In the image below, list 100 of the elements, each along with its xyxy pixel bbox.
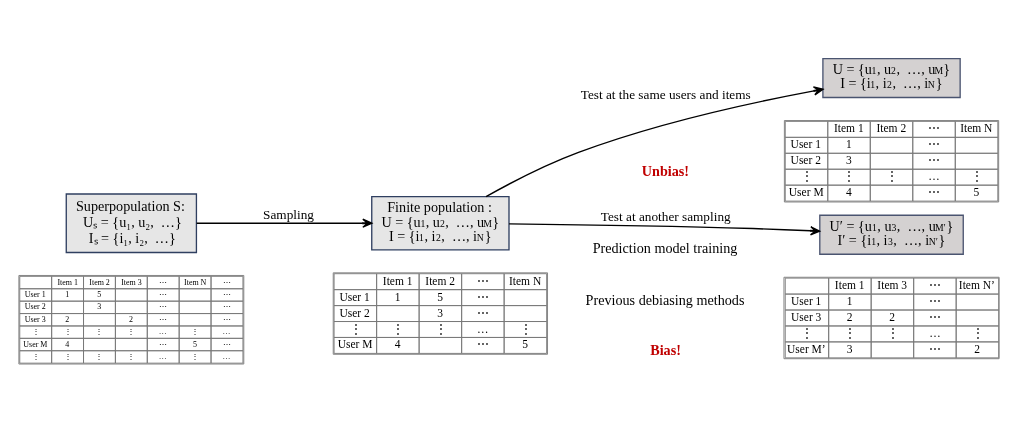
label: ⋮ (434, 322, 447, 335)
edge-label: Sampling (263, 206, 314, 222)
label: 5 (97, 289, 102, 299)
label: User 2 (790, 154, 821, 167)
label: ⋮ (349, 322, 362, 335)
label: 4 (65, 339, 70, 349)
label: ⋯ (477, 338, 490, 351)
label: ⋮ (95, 327, 104, 337)
label: Bias! (650, 342, 681, 358)
label: Previous debiasing methods (585, 291, 745, 308)
label: Item 1 (57, 277, 78, 287)
label: ⋯ (222, 289, 231, 299)
label: User M (23, 339, 48, 349)
label: ⋯ (928, 122, 941, 135)
label: ⋮ (844, 326, 857, 339)
label: ⋯ (158, 314, 167, 324)
label: Item 1 (833, 122, 864, 135)
label: Item N (184, 277, 207, 287)
label: ⋯ (929, 295, 942, 308)
label: ⋮ (31, 351, 40, 361)
label: User 2 (24, 302, 46, 312)
label: User M’ (787, 342, 826, 355)
label: … (158, 327, 167, 337)
label: ⋯ (477, 290, 490, 303)
label: Item N (509, 274, 542, 287)
label: … (928, 170, 940, 183)
label: Item 1 (382, 274, 413, 287)
label: … (222, 327, 231, 337)
label: ⋮ (95, 351, 104, 361)
label: Item 3 (121, 277, 142, 287)
label: ⋮ (971, 326, 984, 339)
label: ⋮ (800, 170, 813, 183)
label: Item N’ (958, 279, 995, 292)
label: ⋮ (392, 322, 405, 335)
label: ⋮ (801, 326, 814, 339)
label: ⋮ (63, 351, 72, 361)
label: 5 (192, 339, 197, 349)
label: ⋯ (928, 186, 941, 199)
label: ⋯ (477, 274, 490, 287)
label: User 1 (791, 295, 822, 308)
label: Item 2 (425, 274, 456, 287)
label: ⋮ (191, 327, 200, 337)
label: Item 2 (876, 122, 907, 135)
label: Prediction model training (592, 240, 738, 257)
label: Unbias! (641, 163, 690, 180)
label: 1 (394, 290, 401, 303)
label: ⋯ (222, 277, 231, 287)
label: ⋯ (222, 314, 231, 324)
label: … (158, 351, 167, 361)
label: ⋯ (929, 342, 942, 355)
label: ⋮ (31, 327, 40, 337)
label: … (929, 326, 941, 339)
label: ⋯ (928, 138, 941, 151)
label: Item 1 (834, 279, 865, 292)
label: User 1 (339, 290, 370, 303)
label: ⋯ (929, 279, 942, 292)
label: 5 (437, 290, 444, 303)
label: ⋯ (477, 306, 490, 319)
label: ⋮ (191, 351, 200, 361)
label: ⋮ (886, 326, 899, 339)
label: User 3 (791, 311, 822, 323)
label: ⋮ (127, 351, 136, 361)
label: Item 3 (877, 279, 908, 292)
label: ⋮ (885, 170, 898, 183)
label: ⋯ (222, 339, 231, 349)
label: ⋮ (970, 170, 983, 183)
label: ⋯ (158, 277, 167, 287)
label: ⋮ (843, 170, 856, 183)
label: 3 (97, 302, 102, 312)
label: ⋯ (928, 154, 941, 167)
edge-label: Test at the same users and items (580, 87, 751, 103)
label: 5 (973, 186, 980, 199)
label: ⋮ (519, 322, 532, 335)
label: 2 (129, 314, 134, 324)
label: 3 (846, 342, 853, 355)
label: User 1 (24, 289, 46, 299)
label: User M (788, 186, 824, 199)
label: 2 (974, 342, 981, 355)
label: 2 (846, 311, 853, 323)
label: User 2 (339, 306, 370, 319)
label: ⋯ (929, 311, 942, 323)
label: ⋮ (63, 327, 72, 337)
label: 1 (65, 289, 70, 299)
label: 3 (437, 306, 444, 319)
label: 4 (845, 186, 852, 199)
label: Item 2 (89, 277, 110, 287)
label: … (477, 322, 489, 335)
label: 2 (65, 314, 70, 324)
label: User 3 (24, 314, 46, 324)
label: ⋯ (158, 339, 167, 349)
label: ⋮ (127, 327, 136, 337)
edge-label: Test at another sampling (600, 208, 731, 224)
label: … (222, 351, 231, 361)
label: 1 (846, 295, 853, 308)
label: User M (337, 338, 373, 351)
label: ⋯ (222, 302, 231, 312)
label: 5 (522, 338, 529, 351)
label: User 1 (790, 138, 821, 151)
label: ⋯ (158, 289, 167, 299)
label: 4 (394, 338, 401, 351)
